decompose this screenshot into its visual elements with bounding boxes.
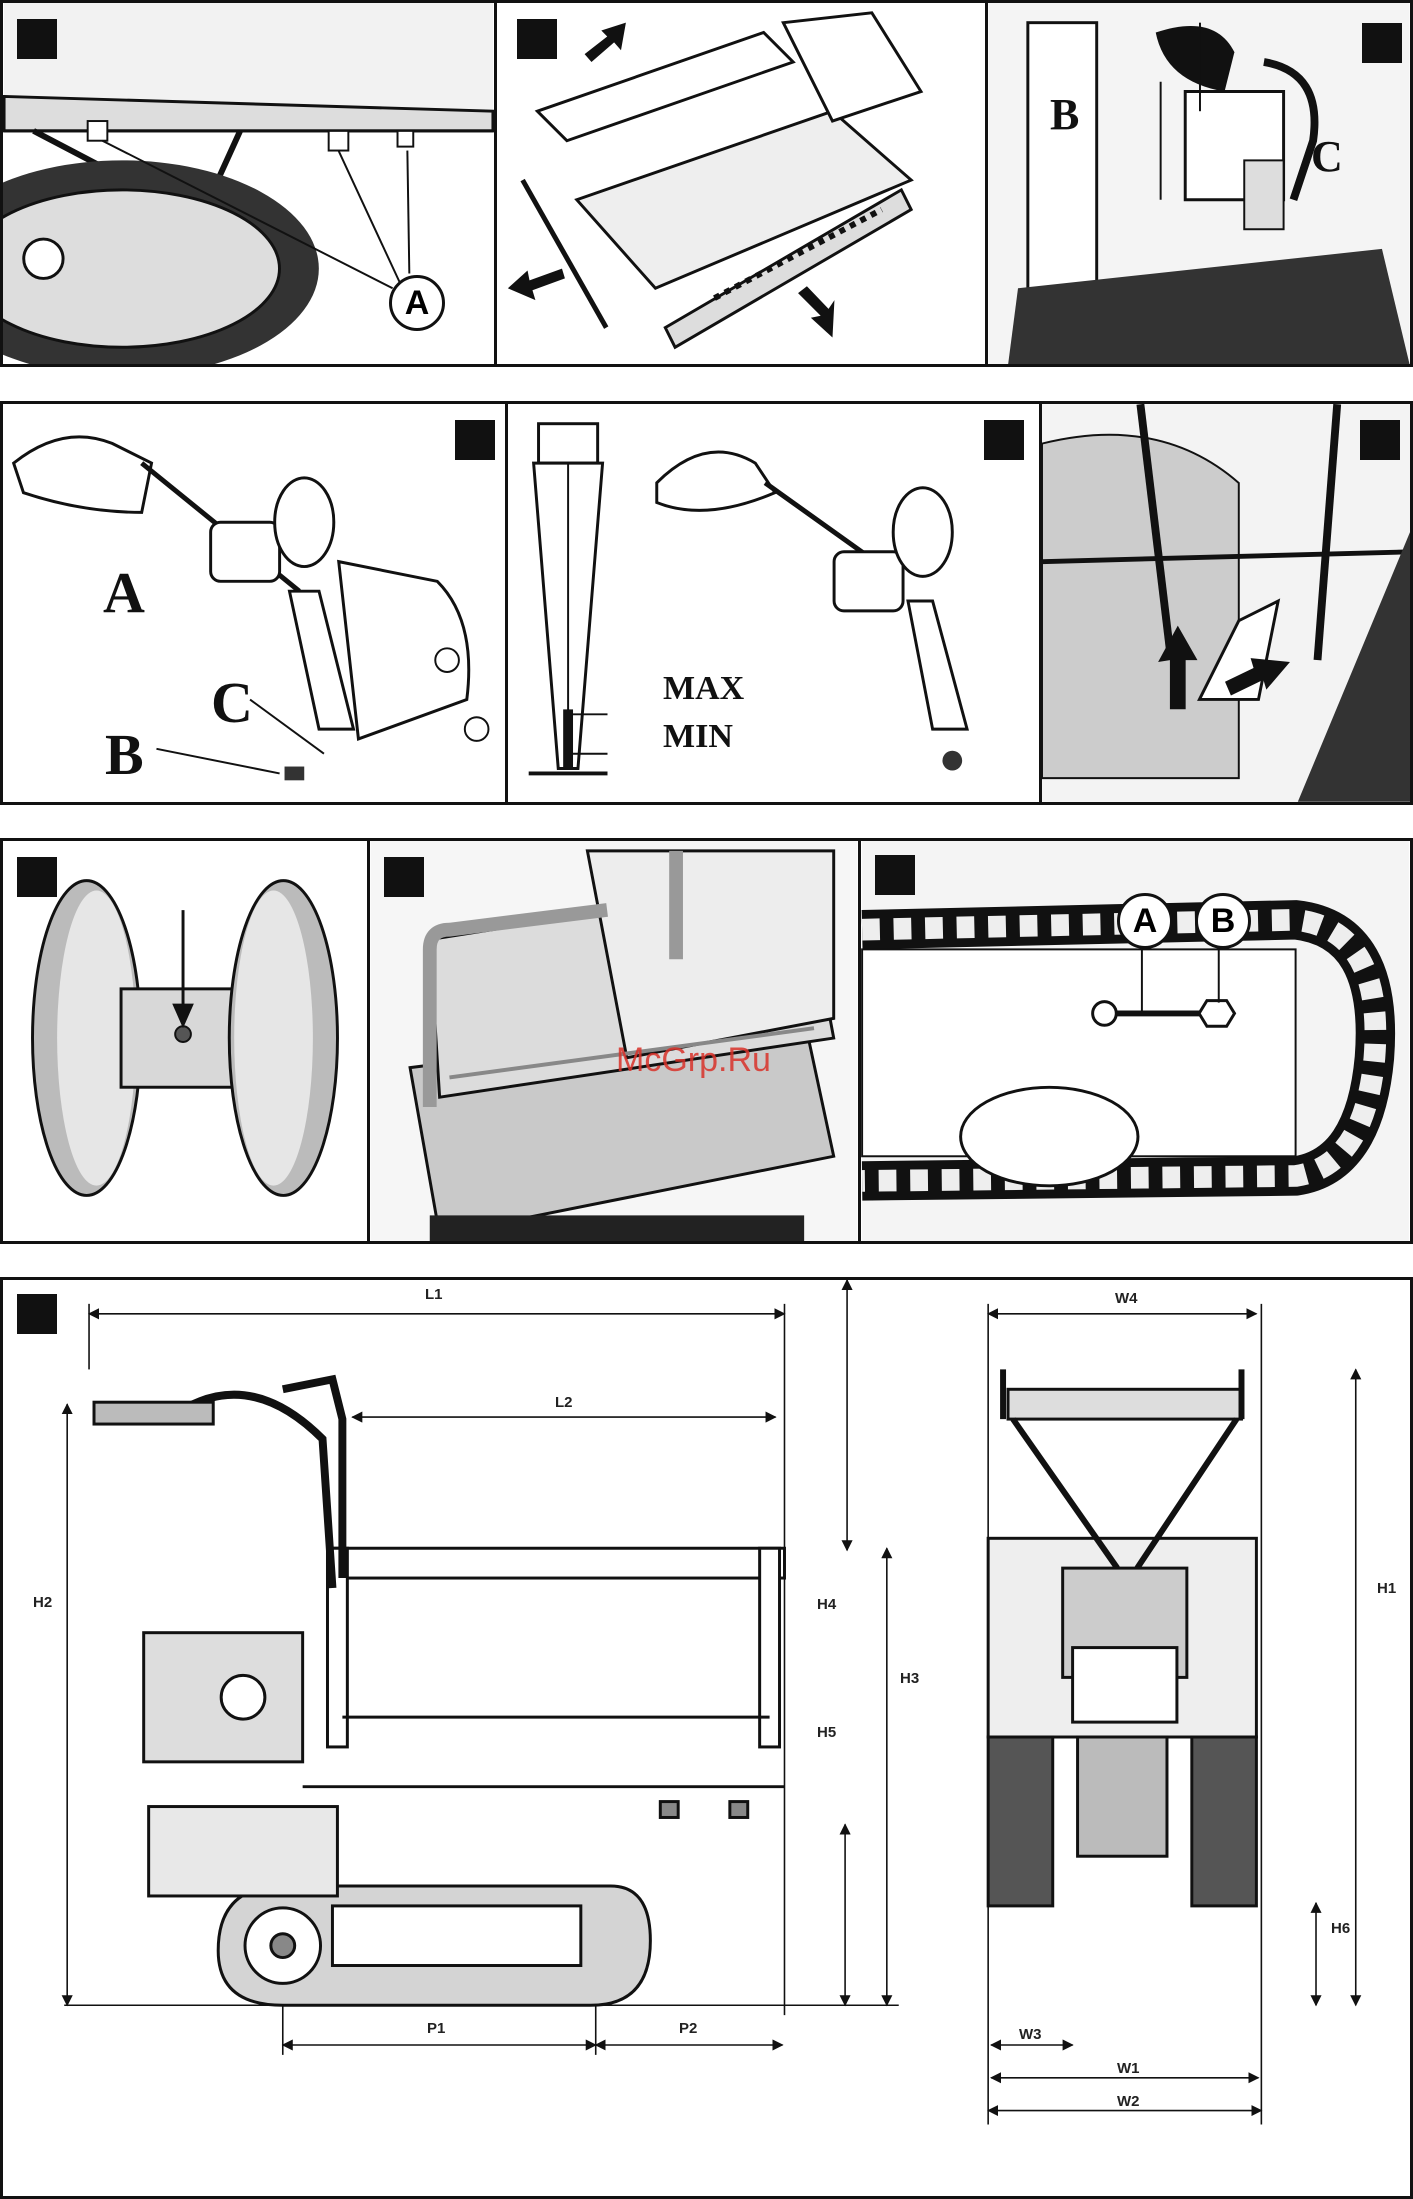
dim-l1: L1 (425, 1286, 443, 1303)
dim-w3: W3 (1019, 2026, 1042, 2043)
step-marker (517, 19, 557, 59)
handle-lever-illustration (988, 3, 1410, 364)
callout-b: B (1050, 93, 1079, 137)
oil-drain-illustration (3, 404, 505, 802)
panel-track-frame-arrows (1039, 401, 1413, 805)
carrier-bed-illustration (370, 841, 858, 1241)
callout-a: A (103, 564, 145, 622)
step-marker (1360, 420, 1400, 460)
panel-track-mount-bolts: A (0, 0, 497, 367)
dim-w1: W1 (1117, 2060, 1140, 2077)
roller-illustration (3, 841, 367, 1241)
dim-h3: H3 (900, 1670, 919, 1687)
callout-c: C (1311, 135, 1343, 179)
step-marker (17, 1294, 57, 1334)
dim-w2: W2 (1117, 2093, 1140, 2110)
step-marker (17, 857, 57, 897)
step-marker (1362, 23, 1402, 63)
callout-b: B (1195, 893, 1251, 949)
panel-oil-dipstick: MAX MIN (505, 401, 1042, 805)
step-marker (17, 19, 57, 59)
step-marker (875, 855, 915, 895)
panel-bed-side-removal (494, 0, 988, 367)
dim-h5: H5 (817, 1724, 836, 1741)
dim-l2: L2 (555, 1394, 573, 1411)
watermark: McGrp.Ru (616, 1041, 771, 1080)
panel-carrier-bed: McGrp.Ru (367, 838, 861, 1244)
dim-h1: H1 (1377, 1580, 1396, 1597)
callout-b: B (105, 726, 144, 784)
callout-a: A (1117, 893, 1173, 949)
callout-a: A (389, 275, 445, 331)
step-marker (984, 420, 1024, 460)
max-label: MAX (663, 672, 744, 706)
step-marker (455, 420, 495, 460)
min-label: MIN (663, 720, 733, 754)
track-frame-illustration (1042, 404, 1410, 802)
callout-c: C (211, 674, 253, 732)
bed-side-illustration (497, 3, 985, 364)
panel-handle-lever: B C (985, 0, 1413, 367)
panel-track-tension: A B (858, 838, 1413, 1244)
dim-p2: P2 (679, 2020, 697, 2037)
panel-oil-drain: A C B (0, 401, 508, 805)
dim-p1: P1 (427, 2020, 445, 2037)
dim-h2: H2 (33, 1594, 52, 1611)
dim-w4: W4 (1115, 1290, 1138, 1307)
panel-dimensions: L1 L2 H2 H4 H3 H5 P1 P2 W4 H1 H6 W3 W1 W… (0, 1277, 1413, 2199)
dimension-drawing (3, 1280, 1410, 2196)
dim-h6: H6 (1331, 1920, 1350, 1937)
dim-h4: H4 (817, 1596, 836, 1613)
dipstick-illustration (508, 404, 1039, 802)
step-marker (384, 857, 424, 897)
panel-roller-lubrication (0, 838, 370, 1244)
